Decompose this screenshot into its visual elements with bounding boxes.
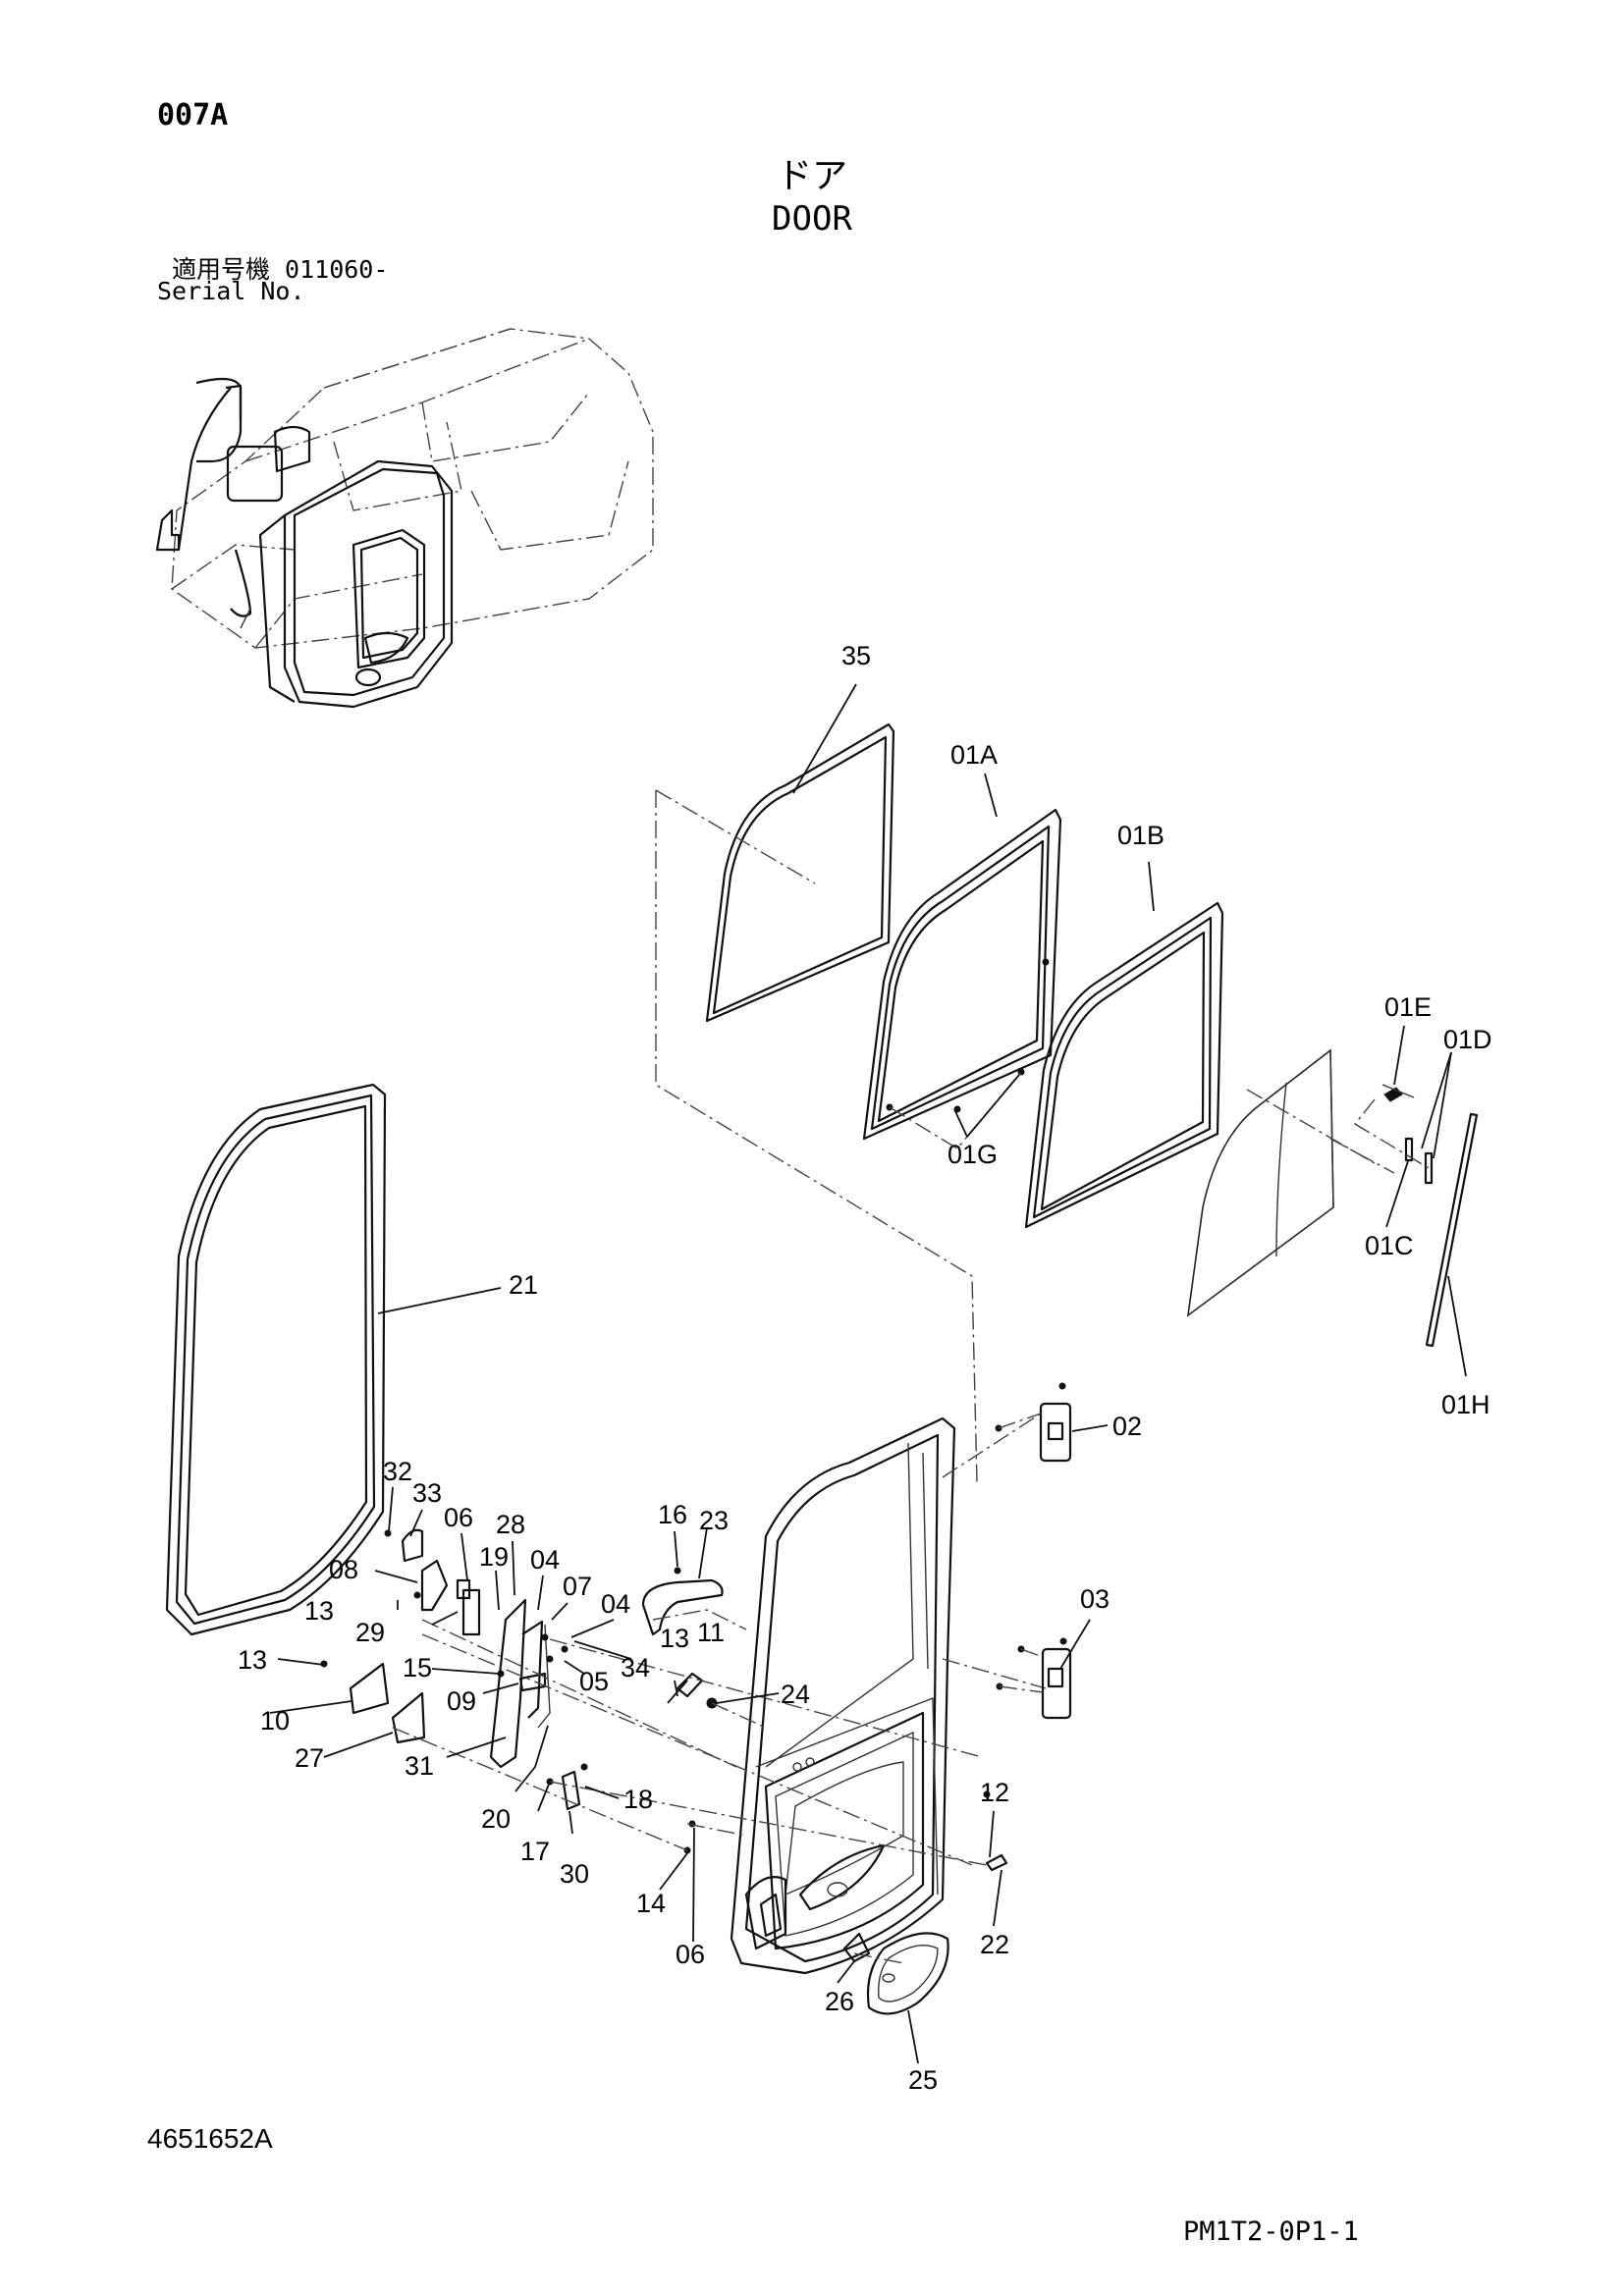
callout-27: 27 bbox=[295, 1743, 324, 1773]
sheet-number: PM1T2-0P1-1 bbox=[1183, 2216, 1359, 2247]
hinge-parts bbox=[995, 1382, 1072, 1720]
callout-09: 09 bbox=[447, 1686, 476, 1716]
callout-31: 31 bbox=[405, 1751, 434, 1781]
page-code: 007A bbox=[157, 98, 229, 133]
callout-23: 23 bbox=[699, 1506, 729, 1535]
callout-17: 17 bbox=[520, 1837, 550, 1866]
title-japanese: ドア bbox=[776, 156, 847, 196]
callout-13-left-upper: 13 bbox=[304, 1596, 334, 1626]
callout-22: 22 bbox=[980, 1930, 1009, 1959]
callout-08: 08 bbox=[329, 1555, 358, 1584]
callout-01E: 01E bbox=[1384, 992, 1432, 1022]
callout-13-left-lower: 13 bbox=[238, 1645, 267, 1675]
callout-18: 18 bbox=[623, 1785, 653, 1814]
callout-01B: 01B bbox=[1117, 821, 1164, 850]
door-body bbox=[730, 1413, 1047, 1975]
callout-06-lower: 06 bbox=[676, 1940, 705, 1969]
callout-24: 24 bbox=[781, 1680, 810, 1709]
callout-07: 07 bbox=[563, 1572, 592, 1601]
callout-33: 33 bbox=[412, 1478, 442, 1508]
door-seal-21 bbox=[165, 1083, 387, 1636]
callout-05: 05 bbox=[579, 1667, 609, 1696]
callout-06-upper: 06 bbox=[444, 1503, 473, 1532]
drawing-number: 4651652A bbox=[147, 2123, 273, 2154]
callout-29: 29 bbox=[355, 1618, 385, 1647]
callout-04-upper: 04 bbox=[530, 1545, 560, 1575]
callout-14: 14 bbox=[636, 1889, 666, 1918]
callout-32: 32 bbox=[383, 1457, 412, 1486]
callout-30: 30 bbox=[560, 1859, 589, 1889]
callout-34: 34 bbox=[621, 1653, 650, 1682]
callout-04-right: 04 bbox=[601, 1589, 630, 1619]
callout-12: 12 bbox=[980, 1778, 1009, 1807]
callout-15: 15 bbox=[403, 1653, 432, 1682]
glass-parts-group bbox=[655, 722, 1479, 1483]
callout-20: 20 bbox=[481, 1804, 511, 1834]
callout-21: 21 bbox=[509, 1270, 538, 1300]
callout-19: 19 bbox=[479, 1542, 509, 1572]
lock-mechanism-parts bbox=[320, 1528, 1008, 2015]
callout-16: 16 bbox=[658, 1500, 687, 1529]
callout-11: 11 bbox=[697, 1618, 725, 1647]
callout-35: 35 bbox=[841, 641, 871, 670]
callout-25: 25 bbox=[908, 2065, 938, 2095]
callout-01H: 01H bbox=[1441, 1390, 1490, 1419]
machine-overview-illustration bbox=[155, 328, 654, 709]
callout-28: 28 bbox=[496, 1510, 525, 1539]
callout-26: 26 bbox=[825, 1987, 854, 2016]
callout-01A: 01A bbox=[950, 740, 998, 770]
callout-02: 02 bbox=[1112, 1412, 1142, 1441]
callout-13-right: 13 bbox=[660, 1624, 689, 1653]
callout-03: 03 bbox=[1080, 1584, 1110, 1614]
serial-number-label: Serial No. bbox=[157, 277, 305, 305]
callout-01G: 01G bbox=[947, 1140, 998, 1169]
callout-01C: 01C bbox=[1365, 1231, 1414, 1260]
callout-01D: 01D bbox=[1443, 1025, 1492, 1054]
title-english: DOOR bbox=[772, 199, 852, 239]
serial-number-japanese: 適用号機 011060- bbox=[172, 255, 389, 284]
callout-10: 10 bbox=[260, 1706, 290, 1735]
callout-leader-lines bbox=[269, 683, 1467, 2064]
callout-labels: 35 01A 01B 01E 01D 01G 01C 01H 21 02 03 … bbox=[238, 641, 1492, 2095]
